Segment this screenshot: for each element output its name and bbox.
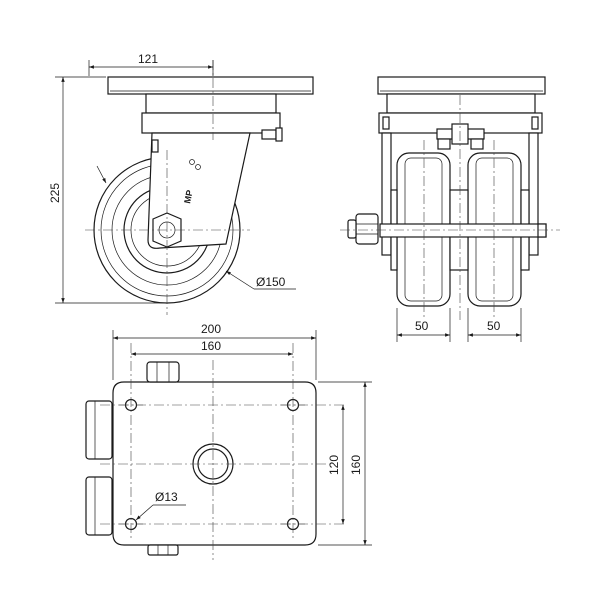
side-swivel-head <box>145 93 277 114</box>
dim-wheel-diameter: Ø150 <box>256 275 286 289</box>
dim-top-width: 121 <box>138 52 158 66</box>
front-view: 50 50 <box>340 76 560 342</box>
bracket-logo: MP <box>182 189 195 204</box>
dim-hole-diameter: Ø13 <box>155 490 178 504</box>
side-view: MP 121 225 Ø150 <box>48 52 314 315</box>
front-axle <box>379 223 547 238</box>
dim-leader-13 <box>135 504 154 521</box>
plan-wheel-bottom <box>85 476 113 536</box>
dim-wheel-left: 50 <box>415 319 429 333</box>
plan-top-plate <box>112 381 317 546</box>
plan-wheel-top <box>85 400 113 460</box>
dim-leader-150 <box>225 270 255 290</box>
dim-height: 225 <box>48 183 62 203</box>
front-axle-nut <box>355 213 379 245</box>
plan-view: 200 160 120 160 Ø13 <box>85 322 372 560</box>
dim-wheel-right: 50 <box>487 319 501 333</box>
front-top-plate <box>377 76 546 95</box>
plan-nut-bottom <box>147 544 179 556</box>
grease-nipple <box>261 129 277 140</box>
dim-plate-width: 200 <box>201 322 221 336</box>
side-top-plate <box>107 76 314 95</box>
dim-hole-spacing-y: 120 <box>327 455 341 475</box>
dim-plate-height: 160 <box>349 455 363 475</box>
dim-hole-spacing-x: 160 <box>201 339 221 353</box>
side-bearing-ring <box>141 112 281 134</box>
plan-nut-top <box>146 361 180 383</box>
